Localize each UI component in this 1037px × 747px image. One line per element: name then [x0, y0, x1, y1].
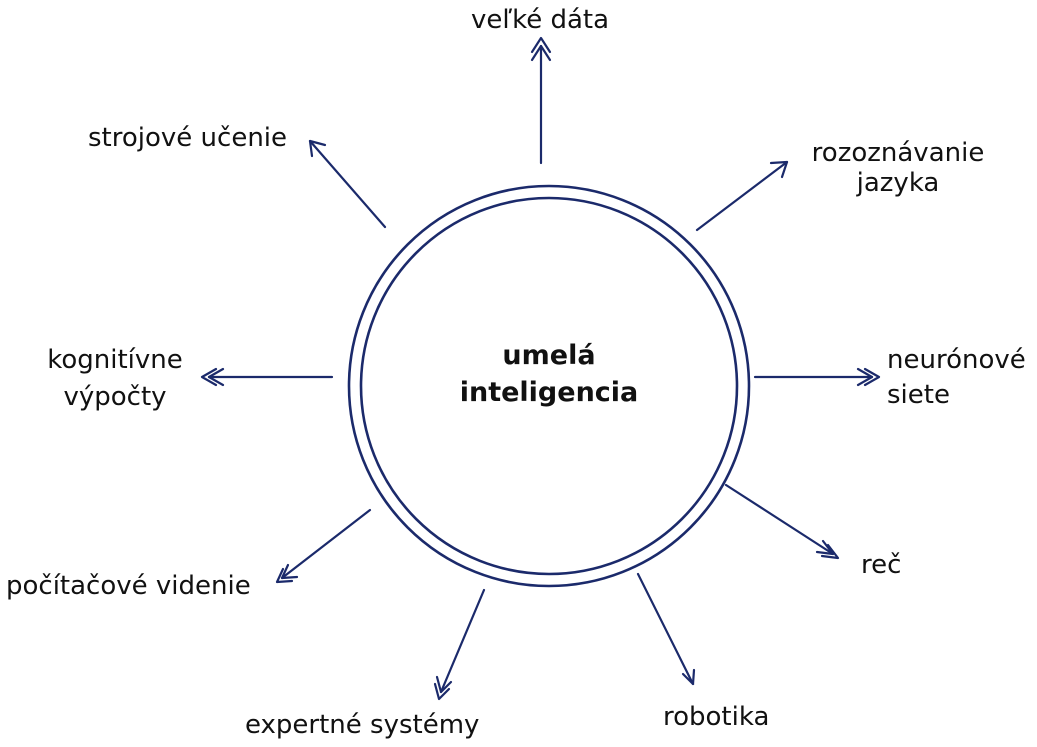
node-labels: veľké dáta rozoznávanie jazyka neurónové…	[6, 5, 1026, 740]
inner-ring	[359, 196, 739, 576]
label-rozoznavanie-line2: jazyka	[856, 168, 940, 198]
arrow-kognitivne-vypocty	[200, 367, 334, 387]
label-velke-data: veľké dáta	[471, 5, 609, 35]
label-neuronove-line2: siete	[887, 380, 950, 410]
label-kognitivne-line2: výpočty	[63, 382, 166, 412]
arrow-rec	[724, 483, 840, 560]
label-kognitivne-line1: kognitívne	[47, 345, 183, 375]
arrow-strojove-ucenie	[308, 139, 387, 229]
arrow-neuronove-siete	[753, 367, 881, 387]
arrows	[200, 36, 881, 701]
label-pocitacove-videnie: počítačové videnie	[6, 571, 251, 601]
label-neuronove-line1: neurónové	[887, 345, 1026, 375]
label-expertne-systemy: expertné systémy	[245, 710, 479, 740]
label-rec: reč	[861, 550, 901, 580]
label-strojove-ucenie: strojové učenie	[88, 123, 287, 153]
arrow-rozoznavanie-jazyka	[695, 160, 789, 232]
label-robotika: robotika	[663, 702, 769, 732]
arrow-expertne-systemy	[433, 588, 486, 701]
center-label-line2: inteligencia	[460, 377, 639, 408]
label-rozoznavanie-line1: rozoznávanie	[812, 138, 985, 168]
center-label-line1: umelá	[502, 340, 595, 371]
outer-ring	[347, 184, 751, 588]
arrow-robotika	[636, 572, 696, 686]
arrow-pocitacove-videnie	[275, 508, 372, 584]
center-node: umelá inteligencia	[347, 184, 751, 588]
arrow-velke-data	[530, 36, 552, 165]
